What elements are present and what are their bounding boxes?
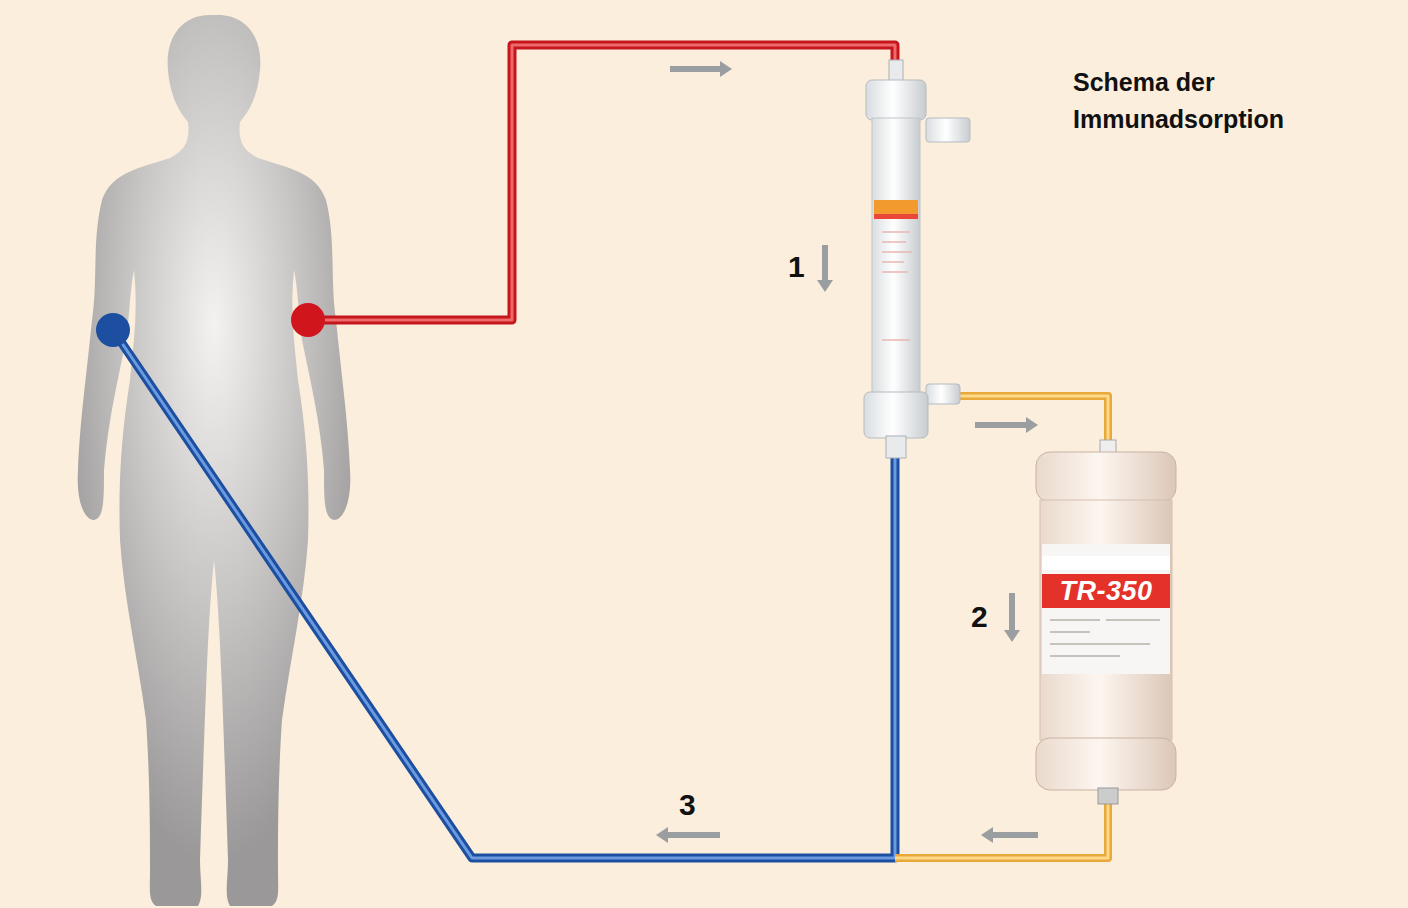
plasma-return-tube-highlight xyxy=(895,800,1108,858)
venous-tube-highlight xyxy=(113,330,895,858)
plasma-return-tube xyxy=(895,800,1108,858)
device-label: TR-350 xyxy=(1059,576,1152,606)
callout-number: 3 xyxy=(679,788,696,822)
flow-arrows xyxy=(656,61,1038,843)
callout-number: 2 xyxy=(971,600,988,634)
callout-number: 1 xyxy=(788,250,805,284)
diagram-title: Schema der Immunadsorption xyxy=(1073,64,1373,138)
arterial-tube xyxy=(308,45,895,320)
adsorber-column xyxy=(1036,440,1176,804)
plasma-tube-highlight xyxy=(958,396,1108,445)
arterial-tube-highlight xyxy=(308,45,895,320)
plasma-tube xyxy=(958,396,1108,445)
venous-tube xyxy=(113,330,895,858)
body-silhouette xyxy=(78,15,351,906)
arterial-access xyxy=(291,303,325,337)
plasma-filter xyxy=(864,60,970,458)
venous-access xyxy=(96,313,130,347)
